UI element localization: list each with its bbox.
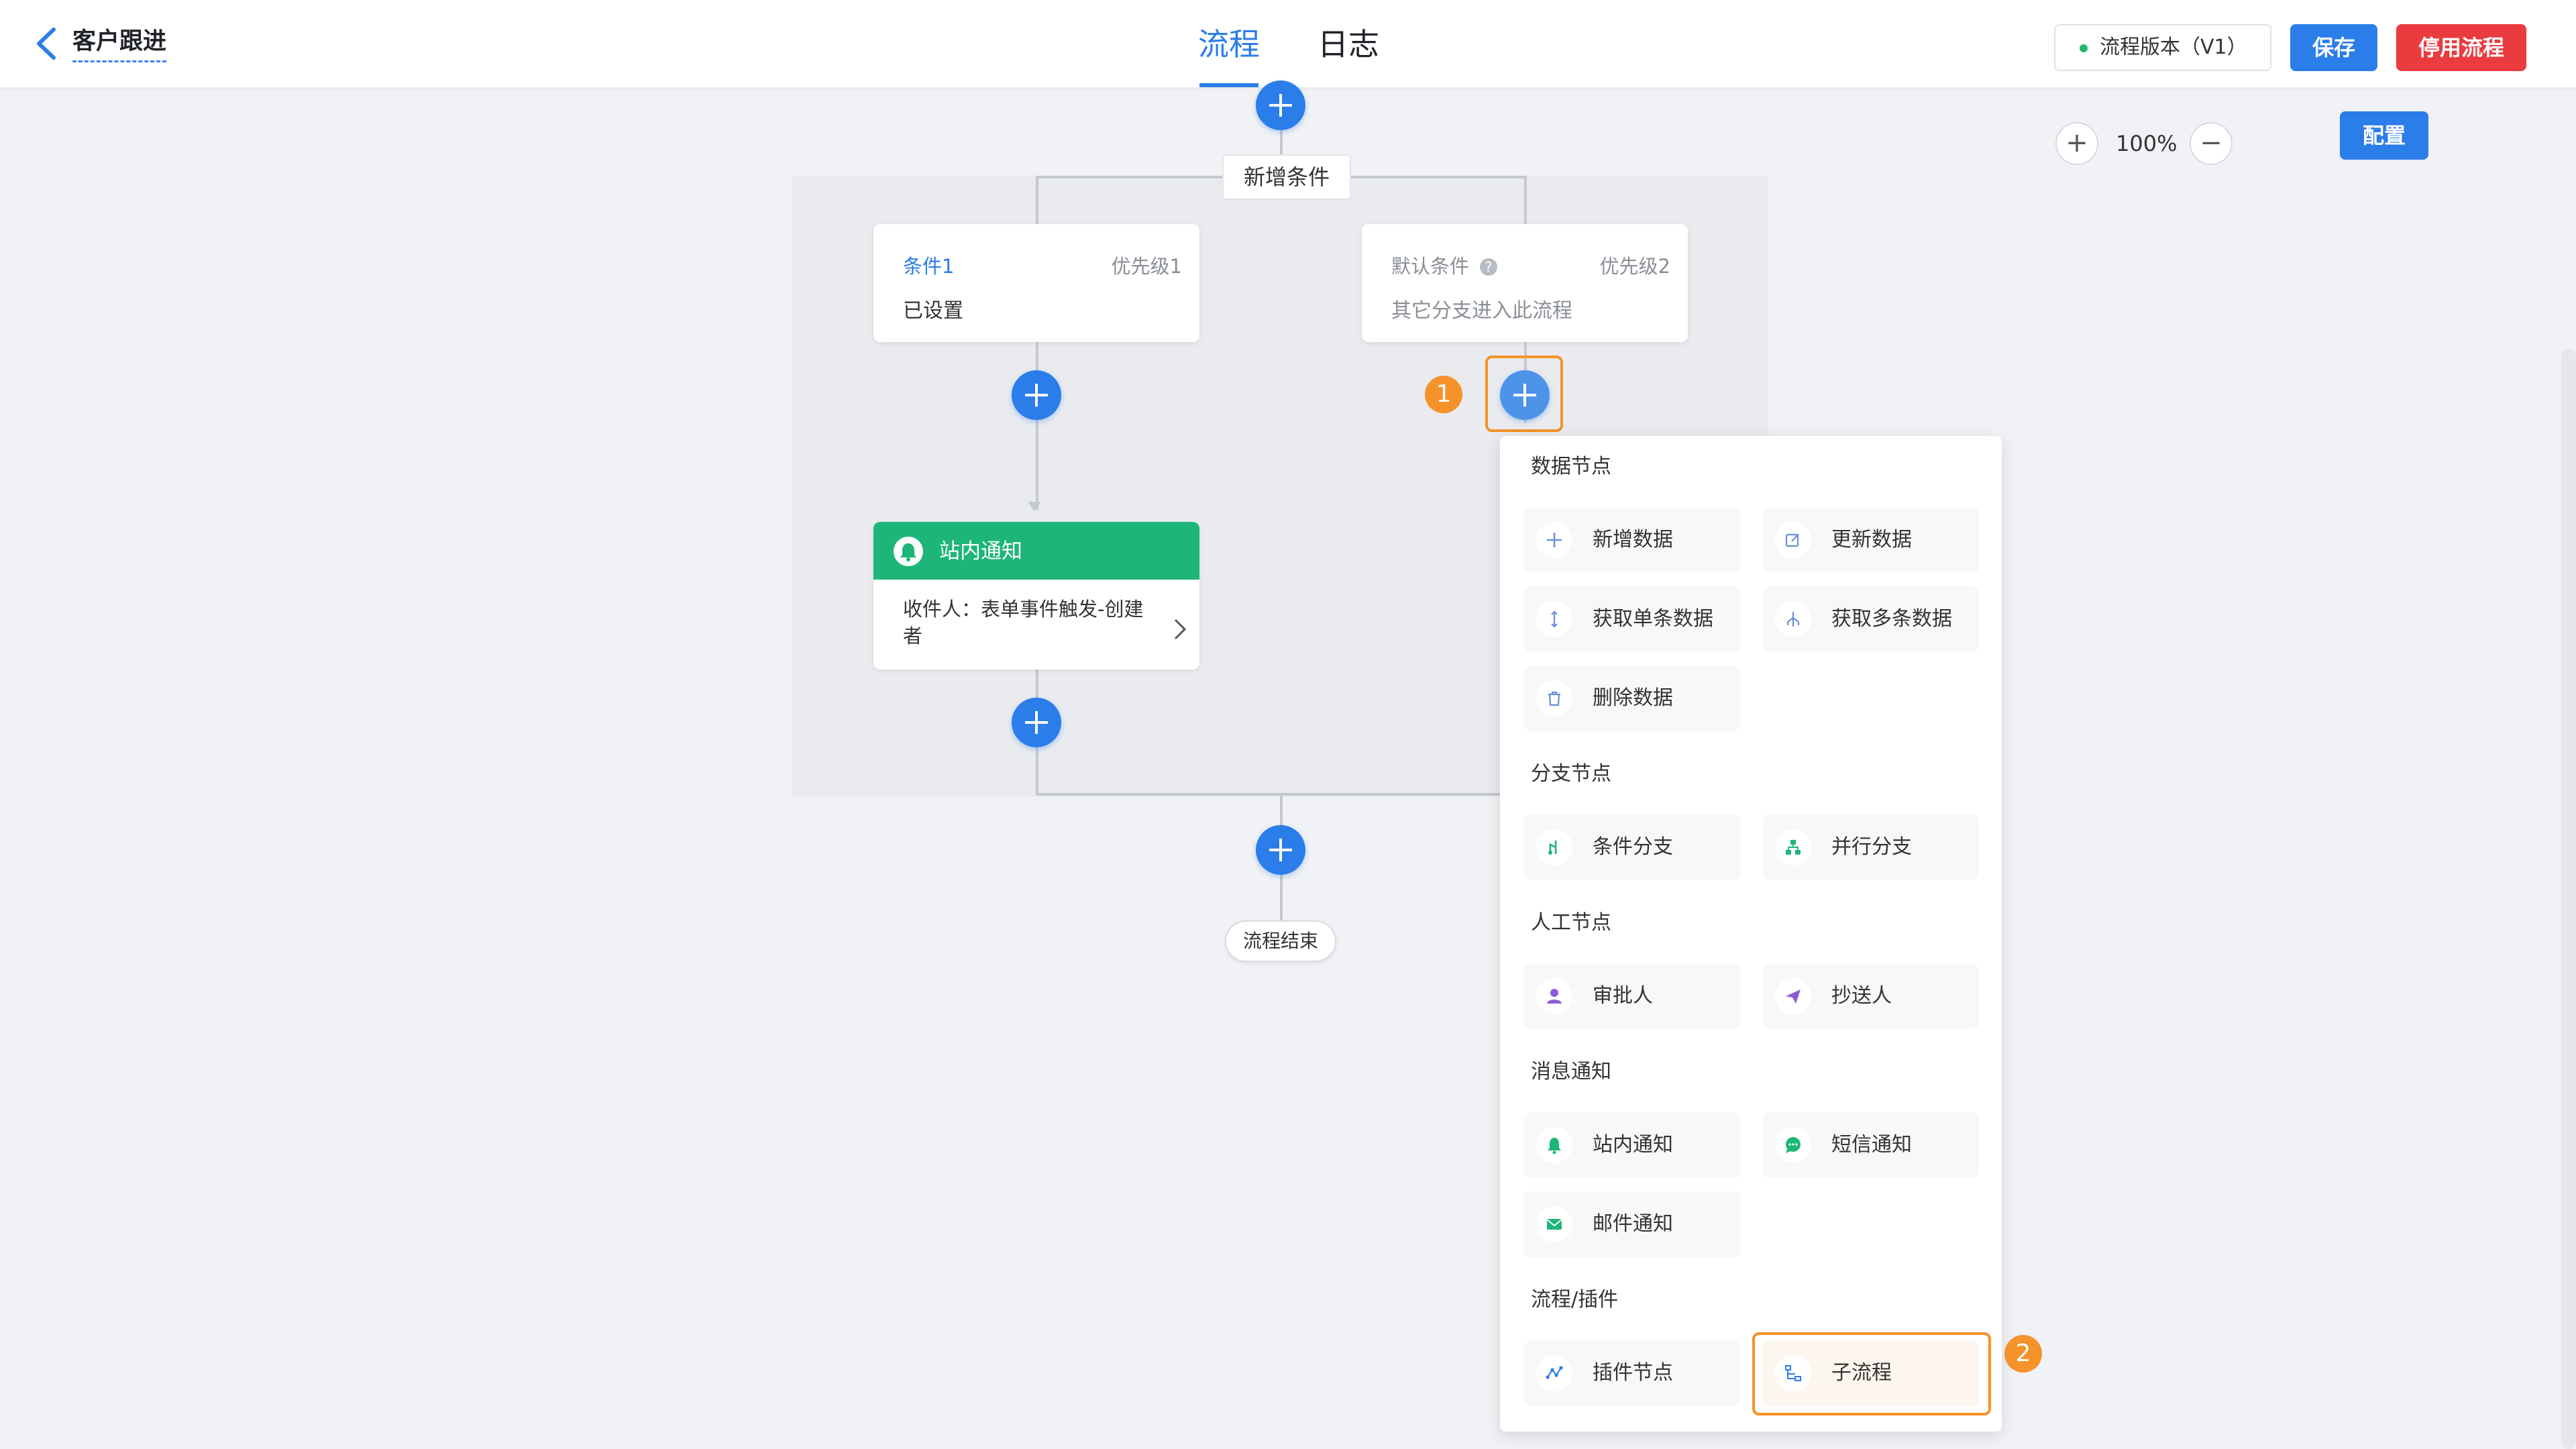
section-title: 分支节点 [1531, 762, 1611, 786]
condition-status: 已设置 [903, 299, 963, 323]
menu-item-in-app-notice[interactable]: 站内通知 [1524, 1112, 1740, 1178]
section-title: 流程/插件 [1531, 1288, 1619, 1311]
tab-flow[interactable]: 流程 [1198, 26, 1260, 62]
menu-item-sms-notice[interactable]: 短信通知 [1763, 1112, 1979, 1178]
bell-icon [1536, 1127, 1572, 1163]
menu-item-email-notice[interactable]: 邮件通知 [1524, 1191, 1740, 1257]
page-title[interactable]: 客户跟进 [72, 27, 167, 62]
save-button[interactable]: 保存 [2290, 24, 2377, 71]
default-condition-card[interactable]: 默认条件? 优先级2 其它分支进入此流程 [1362, 224, 1688, 342]
version-select[interactable]: 流程版本（V1） [2054, 24, 2271, 71]
highlight-box [1752, 1332, 1991, 1415]
zoom-in-button[interactable]: + [2055, 122, 2098, 165]
flow-end: 流程结束 [1225, 920, 1336, 962]
section-title: 消息通知 [1531, 1060, 1611, 1083]
add-node-button[interactable] [1256, 825, 1305, 875]
condition-card-1[interactable]: 条件1 优先级1 已设置 [873, 224, 1199, 342]
single-record-icon [1536, 601, 1572, 637]
connector-line [1036, 793, 1501, 796]
connector-line [1036, 176, 1038, 225]
in-app-notification-node[interactable]: 站内通知 收件人：表单事件触发-创建者 [873, 522, 1199, 669]
priority-label: 优先级1 [1111, 255, 1182, 278]
back-arrow-icon[interactable] [34, 25, 60, 62]
node-title: 站内通知 [939, 539, 1022, 564]
condition-description: 其它分支进入此流程 [1391, 299, 1572, 323]
menu-item-subprocess[interactable]: 子流程 [1763, 1340, 1979, 1406]
condition-title: 条件1 [903, 255, 955, 278]
chevron-right-icon [1174, 619, 1187, 640]
step-marker-1: 1 [1425, 376, 1462, 413]
send-icon [1775, 978, 1811, 1014]
menu-item-add-data[interactable]: 新增数据 [1524, 507, 1740, 573]
subprocess-icon [1775, 1355, 1811, 1391]
arrow-down-icon [1028, 502, 1041, 511]
trash-icon [1536, 680, 1572, 716]
chat-bubble-icon [1775, 1127, 1811, 1163]
user-icon [1536, 978, 1572, 1014]
add-condition-button[interactable]: 新增条件 [1222, 154, 1351, 200]
priority-label: 优先级2 [1599, 255, 1670, 278]
menu-item-cc[interactable]: 抄送人 [1763, 963, 1979, 1029]
menu-item-update-data[interactable]: 更新数据 [1763, 507, 1979, 573]
add-node-button[interactable] [1012, 698, 1061, 747]
bell-icon [894, 537, 923, 566]
status-dot-icon [2080, 44, 2088, 52]
disable-flow-button[interactable]: 停用流程 [2396, 24, 2526, 71]
help-icon[interactable]: ? [1480, 258, 1498, 276]
menu-item-parallel-branch[interactable]: 并行分支 [1763, 814, 1979, 880]
step-marker-2: 2 [2004, 1335, 2042, 1373]
version-label: 流程版本（V1） [2100, 36, 2247, 59]
zoom-level: 100% [2116, 131, 2178, 156]
top-bar: 客户跟进 流程 日志 流程版本（V1） 保存 停用流程 [0, 0, 2576, 87]
multiple-records-icon [1775, 601, 1811, 637]
zoom-out-button[interactable]: − [2190, 122, 2233, 165]
parallel-branch-icon [1775, 829, 1811, 865]
connector-line [1036, 342, 1038, 510]
menu-item-get-single-data[interactable]: 获取单条数据 [1524, 586, 1740, 652]
scrollbar[interactable] [2561, 349, 2576, 1449]
plugin-icon [1536, 1355, 1572, 1391]
add-node-menu: 数据节点 新增数据 更新数据 获取单条数据 获取多条数据 删除数据 分支节点 条… [1500, 436, 2002, 1432]
menu-item-condition-branch[interactable]: 条件分支 [1524, 814, 1740, 880]
active-tab-indicator [1199, 83, 1258, 87]
menu-item-approver[interactable]: 审批人 [1524, 963, 1740, 1029]
menu-item-plugin-node[interactable]: 插件节点 [1524, 1340, 1740, 1406]
edit-icon [1775, 522, 1811, 558]
menu-item-get-multiple-data[interactable]: 获取多条数据 [1763, 586, 1979, 652]
menu-item-delete-data[interactable]: 删除数据 [1524, 665, 1740, 731]
node-header: 站内通知 [873, 522, 1199, 580]
plus-icon [1536, 522, 1572, 558]
condition-branch-icon [1536, 829, 1572, 865]
section-title: 数据节点 [1531, 455, 1611, 478]
config-button[interactable]: 配置 [2340, 111, 2428, 160]
mail-icon [1536, 1206, 1572, 1242]
add-node-button-active[interactable] [1500, 370, 1550, 420]
node-recipient: 收件人：表单事件触发-创建者 [903, 598, 1144, 647]
add-node-button[interactable] [1012, 370, 1061, 420]
highlight-box [1485, 356, 1563, 432]
add-node-button[interactable] [1256, 80, 1305, 130]
section-title: 人工节点 [1531, 911, 1611, 934]
condition-title: 默认条件 [1391, 255, 1470, 278]
tab-log[interactable]: 日志 [1318, 26, 1379, 62]
connector-line [1524, 176, 1527, 225]
